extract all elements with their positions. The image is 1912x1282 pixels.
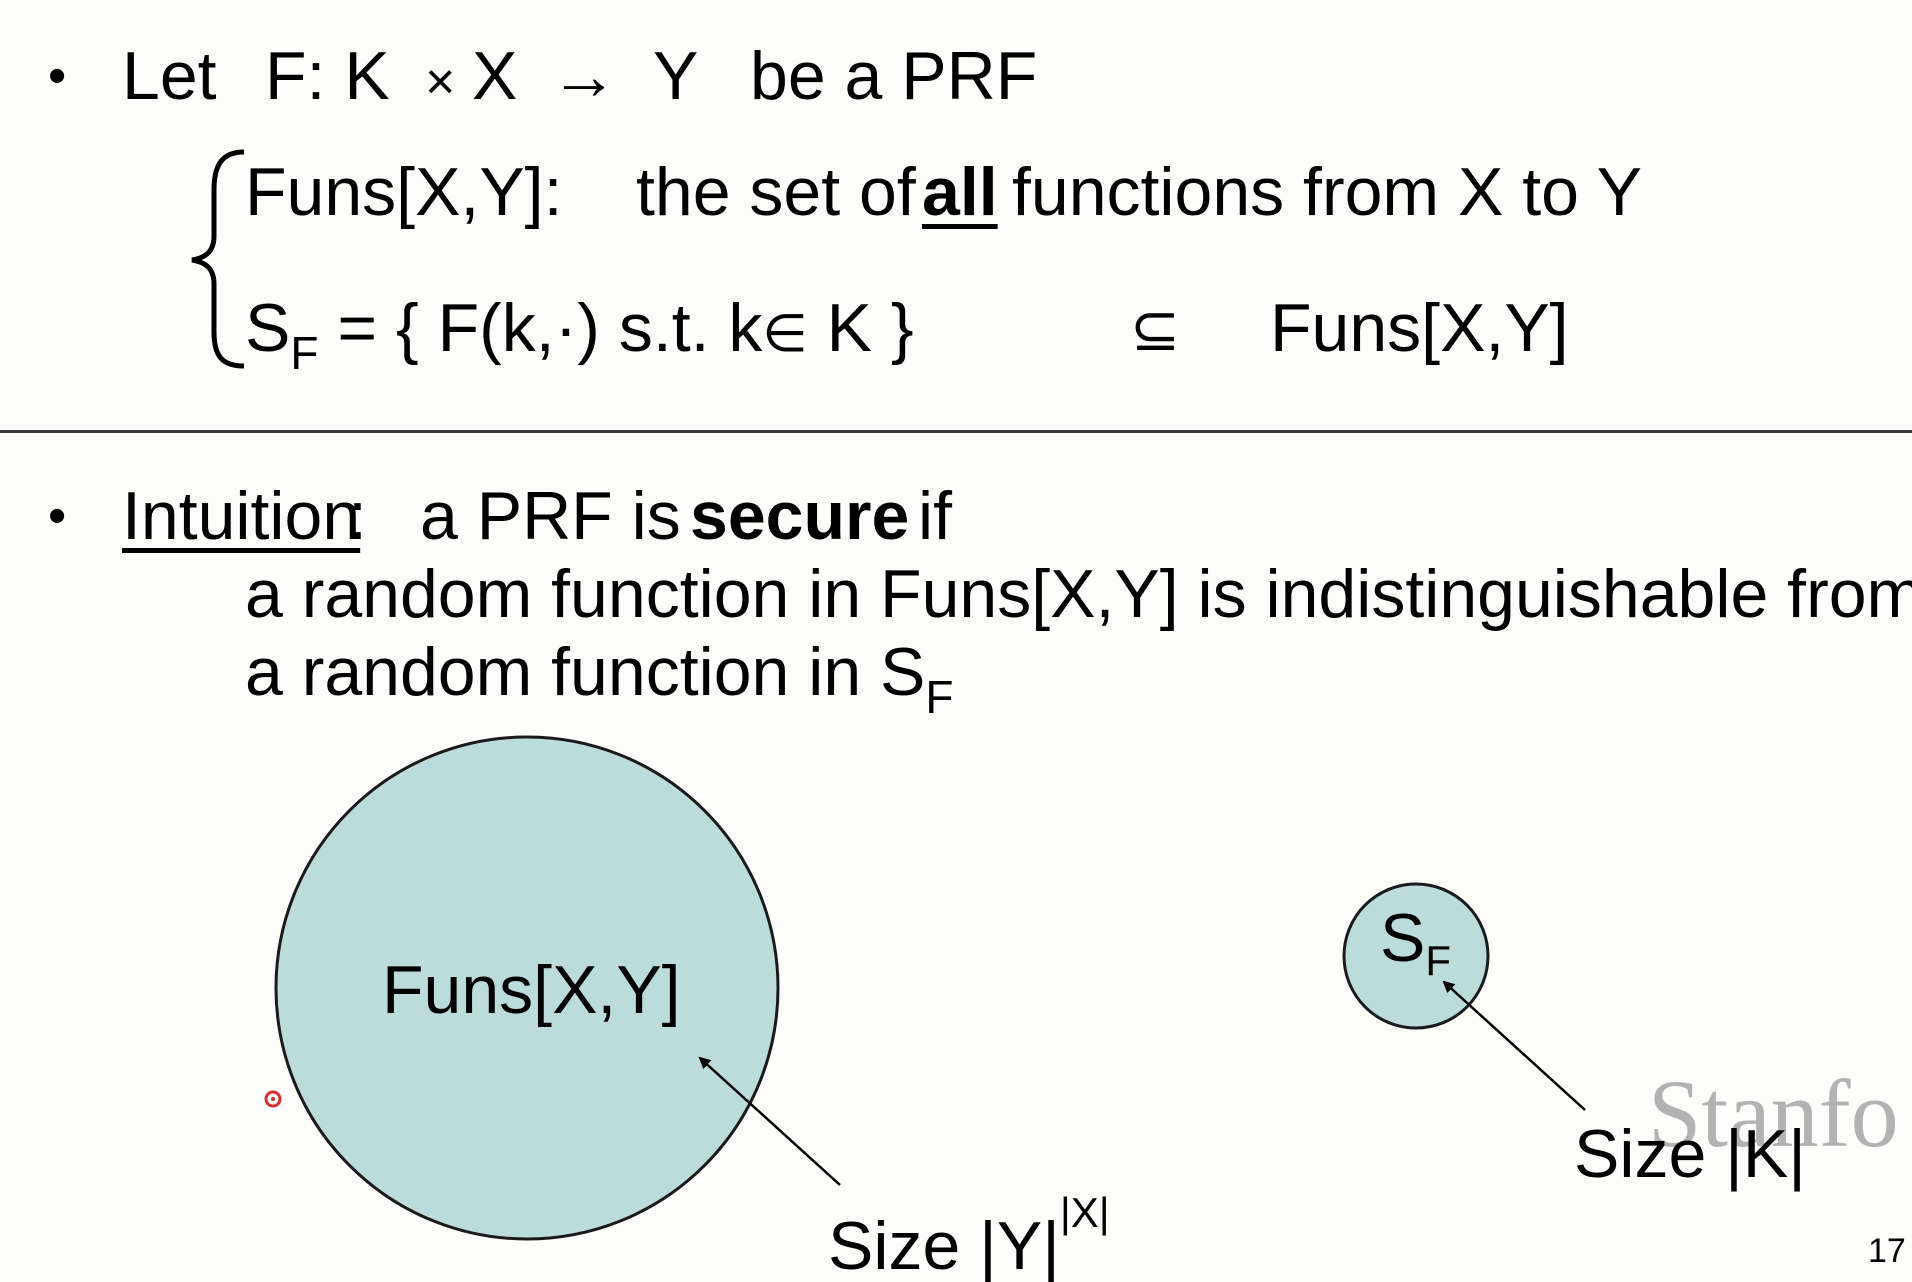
- arrow-symbol: →: [550, 38, 618, 114]
- sf-size-label: Size |K|: [1574, 1116, 1806, 1192]
- funs-circle-label: Funs[X,Y]: [382, 952, 681, 1028]
- cursor-indicator-icon: [264, 1090, 282, 1108]
- arrow-to-funs-circle: [698, 1056, 841, 1186]
- sf-circle-label: SF: [1380, 904, 1451, 982]
- intuition-line3-text: a random function in S: [245, 634, 926, 710]
- sf-k-close: K }: [807, 290, 914, 366]
- sf-subscript: F: [290, 327, 319, 379]
- element-of-symbol: ∈: [762, 305, 808, 363]
- be-a-prf-text: be a PRF: [750, 38, 1038, 114]
- bullet-1: •: [48, 47, 67, 105]
- funs-desc-pre: the set of: [636, 154, 916, 230]
- sf-circle-s: S: [1380, 900, 1426, 976]
- sf-circle-subscript: F: [1425, 937, 1452, 984]
- sf-definition: SF = { F(k,·) s.t. k∈ K }: [245, 294, 914, 376]
- left-curly-brace: [191, 149, 245, 369]
- intuition-line3: a random function in SF: [245, 638, 954, 720]
- funs-size-exponent: |X|: [1059, 1189, 1110, 1236]
- funs-size-label: Size |Y||X|: [828, 1189, 1110, 1282]
- sf-funs-superset: Funs[X,Y]: [1270, 290, 1569, 366]
- sf-set-builder: = { F(k,·) s.t. k: [318, 290, 763, 366]
- intuition-pre: a PRF is: [420, 478, 681, 554]
- funs-desc-post: functions from X to Y: [1012, 154, 1642, 230]
- section-divider: [0, 430, 1912, 433]
- let-text: Let: [122, 38, 217, 114]
- intuition-secure: secure: [690, 478, 910, 554]
- times-symbol: ×: [425, 53, 456, 111]
- intuition-line3-subscript: F: [925, 671, 954, 723]
- page-number: 17: [1868, 1232, 1906, 1270]
- funs-desc-all: all: [922, 154, 998, 230]
- intuition-label: Intuition: [122, 478, 361, 554]
- subseteq-symbol: ⊆: [1130, 296, 1181, 363]
- funs-size-text: Size |Y|: [828, 1208, 1060, 1282]
- arrow-to-sf-circle: [1442, 980, 1586, 1111]
- intuition-colon: :: [348, 478, 367, 554]
- y-range: Y: [653, 38, 699, 114]
- stanford-watermark: Stanfo: [1648, 1060, 1899, 1167]
- f-signature: F: K: [265, 38, 390, 114]
- x-domain: X: [472, 38, 518, 114]
- sf-s: S: [245, 290, 291, 366]
- bullet-2: •: [48, 487, 67, 545]
- intuition-if: if: [918, 478, 952, 554]
- funs-label: Funs[X,Y]:: [245, 154, 563, 230]
- intuition-line2: a random function in Funs[X,Y] is indist…: [245, 556, 1912, 632]
